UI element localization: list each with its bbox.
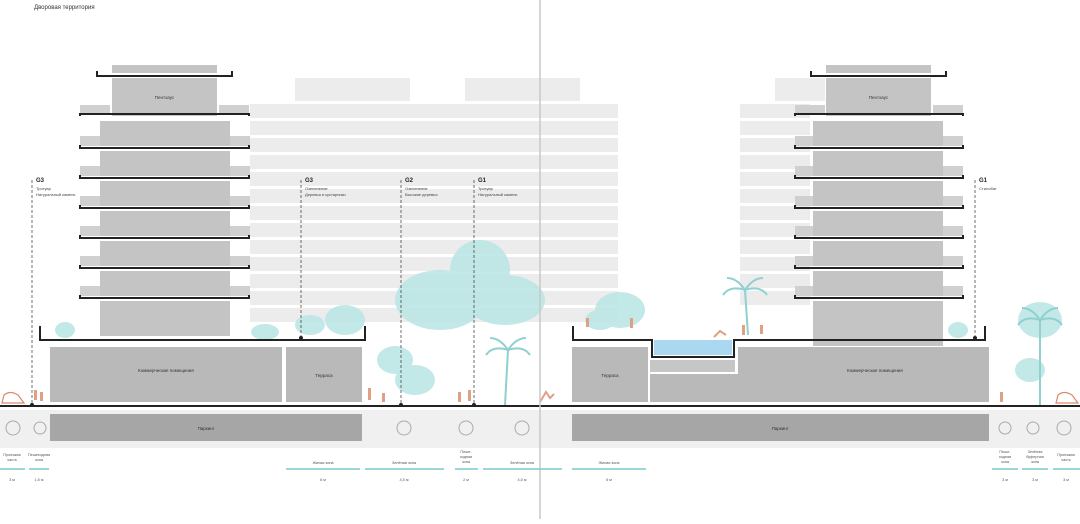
zone-label: Проезжая: [1057, 453, 1074, 457]
right-building: Пентхаус Терраса Коммерческ: [572, 65, 989, 402]
annotation-text: Натуральный камень: [36, 192, 75, 197]
utility-manhole-icon: [33, 421, 47, 435]
annotation-text: Тротуар: [36, 186, 52, 191]
utility-manhole-icon: [1056, 420, 1072, 436]
annotation-g1-right: G1 Стилобат: [979, 178, 997, 191]
zone-item: Пеше- ходная зона 3 м: [999, 450, 1012, 482]
zone-dimension: 3 м: [1032, 478, 1038, 482]
annotation-dots: [30, 336, 977, 407]
right-parking-label: Паркинг: [772, 426, 789, 431]
zone-label: ходная: [460, 455, 472, 459]
zone-label: часть: [1061, 458, 1071, 462]
zone-label: Пешеходная: [28, 453, 50, 457]
annotation-g3-left: G3 Тротуар Натуральный камень: [36, 178, 75, 197]
zone-item: Пеше- ходная зона 2 м: [460, 450, 473, 482]
zone-item: Проезжая часть 3 м: [1057, 453, 1074, 482]
left-penthouse: [112, 78, 217, 116]
annotation-code: G3: [305, 178, 314, 184]
utility-manhole-icon: [396, 420, 412, 436]
zone-label: буферная: [1026, 455, 1044, 459]
right-penthouse: [826, 78, 931, 116]
zone-item: Зелёная зона 4,5 м: [510, 461, 535, 482]
car-icon: [1, 391, 1080, 404]
page-title: Дворовая территория: [34, 5, 95, 11]
utility-manhole-icon: [998, 421, 1012, 435]
zone-dimension: 1,5 м: [35, 478, 44, 482]
left-parking-label: Паркинг: [198, 426, 215, 431]
zone-item: Зелёная зона 4,5 м: [392, 461, 417, 482]
zone-label: Зелёная зона: [510, 461, 535, 465]
zone-label: часть: [7, 458, 17, 462]
utility-manhole-icon: [5, 420, 21, 436]
annotation-text: Высокие деревья: [405, 192, 438, 197]
annotation-text: Натуральный камень: [478, 192, 517, 197]
pool: [654, 340, 732, 355]
annotation-g1-mid: G1 Тротуар Натуральный камень: [478, 178, 517, 197]
annotation-text: Деревья и кустарники: [305, 192, 346, 197]
zone-label: зона: [1031, 460, 1040, 464]
utility-manhole-icon: [458, 420, 474, 436]
left-penthouse-label: Пентхаус: [155, 95, 175, 100]
left-commercial: [50, 347, 282, 402]
zone-label: зона: [1001, 460, 1010, 464]
annotation-code: G2: [405, 178, 414, 184]
zone-item: Зелёная буферная зона 3 м: [1026, 450, 1044, 482]
zone-label: Жилая зона: [598, 461, 620, 465]
right-commercial-label: Коммерческие помещения: [847, 368, 903, 373]
zone-item: Жилая зона 6 м: [598, 461, 620, 482]
right-parking: [572, 414, 989, 441]
zone-item: Пешеходная зона 1,5 м: [28, 453, 50, 482]
annotation-code: G3: [36, 178, 45, 184]
zone-dimension: 2 м: [463, 478, 469, 482]
annotation-text: Озеленение: [405, 186, 428, 191]
annotation-lines: [31, 180, 976, 405]
zone-dimension: 3 м: [9, 478, 15, 482]
left-commercial-label: Коммерческие помещения: [138, 368, 194, 373]
annotation-text: Озеленение: [305, 186, 328, 191]
left-building: Пентхаус Коммерческие помещения Терраса: [39, 65, 366, 402]
ground: Паркинг Паркинг: [0, 405, 1080, 448]
right-terrace-label: Терраса: [601, 373, 619, 378]
zone-label: Проезжая: [3, 453, 20, 457]
zone-label: Пеше-: [999, 450, 1011, 454]
zone-list: Проезжая часть 3 м Пешеходная зона 1,5 м…: [3, 450, 1074, 482]
zone-item: Проезжая часть 3 м: [3, 453, 20, 482]
zone-dimension: 3 м: [1063, 478, 1069, 482]
zone-dimension: 4,5 м: [400, 478, 409, 482]
right-penthouse-label: Пентхаус: [869, 95, 889, 100]
annotation-text: Стилобат: [979, 186, 997, 191]
zone-dimension: 6 м: [606, 478, 612, 482]
people: [34, 318, 1003, 403]
annotation-g2: G2 Озеленение Высокие деревья: [405, 178, 438, 197]
right-terrace: [572, 347, 648, 402]
zone-dimension: 6 м: [320, 478, 326, 482]
left-terrace-label: Терраса: [315, 373, 333, 378]
annotation-code: G1: [478, 178, 487, 184]
utility-manhole-icon: [514, 420, 530, 436]
annotation-text: Тротуар: [478, 186, 494, 191]
utility-manhole-icon: [1026, 421, 1040, 435]
zone-item: Жилая зона 6 м: [312, 461, 334, 482]
annotation-g3-mid: G3 Озеленение Деревья и кустарники: [305, 178, 346, 197]
zone-label: Зелёная: [1028, 450, 1043, 454]
zone-label: Пеше-: [460, 450, 472, 454]
zone-label: ходная: [999, 455, 1011, 459]
zone-label: зона: [462, 460, 471, 464]
palm-trees: [485, 277, 1063, 406]
zone-dimension: 3 м: [1002, 478, 1008, 482]
right-commercial: [738, 347, 989, 374]
zone-label: Жилая зона: [312, 461, 334, 465]
background-buildings: [250, 78, 825, 322]
courtyard-trees: [55, 240, 1062, 395]
zone-label: Зелёная зона: [392, 461, 417, 465]
left-terrace: [286, 347, 362, 402]
zone-label: зона: [35, 458, 44, 462]
zone-dimension: 4,5 м: [518, 478, 527, 482]
annotation-code: G1: [979, 178, 988, 184]
left-parking: [50, 414, 362, 441]
